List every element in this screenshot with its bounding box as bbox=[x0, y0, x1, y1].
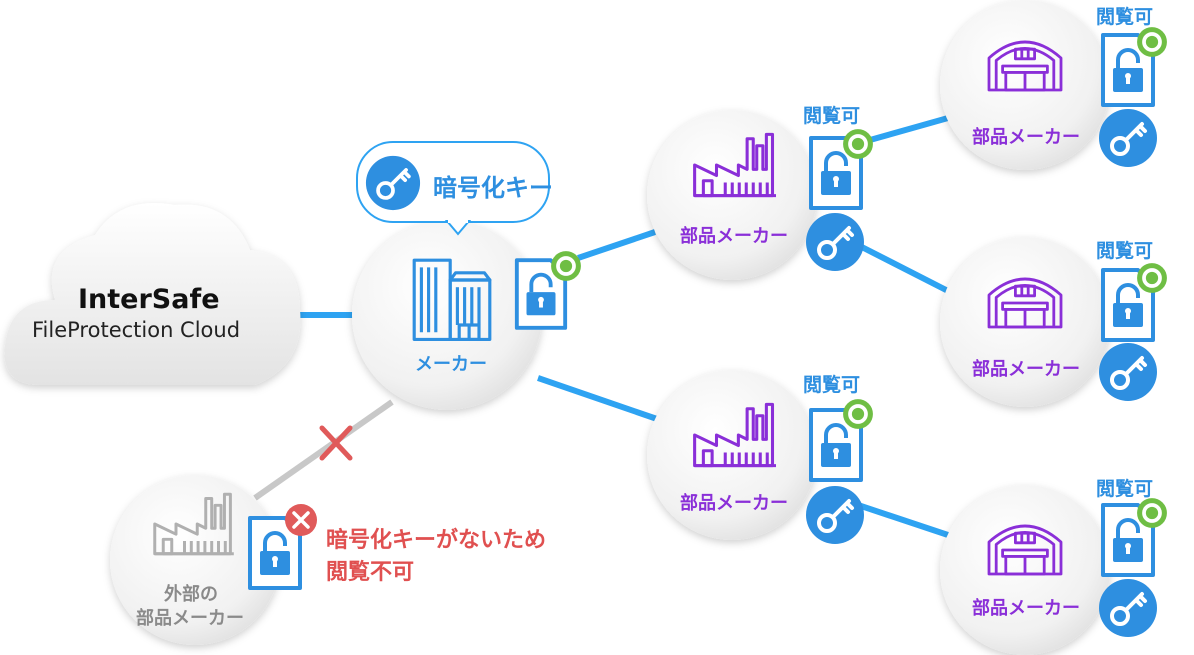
denied-message-line2: 閲覧不可 bbox=[326, 560, 415, 585]
view-ok-right-1: 閲覧可 bbox=[1096, 6, 1154, 28]
encryption-key-bubble bbox=[356, 141, 550, 236]
external-label-line2: 部品メーカー bbox=[136, 608, 244, 629]
cloud-subtitle: FileProtection Cloud bbox=[32, 318, 241, 342]
check-icon bbox=[842, 128, 874, 160]
link-maker-top-parts bbox=[577, 229, 656, 261]
denied-message-line1: 暗号化キーがないため bbox=[326, 528, 547, 553]
view-ok-right-3: 閲覧可 bbox=[1096, 478, 1154, 500]
blocked-cross-icon bbox=[319, 425, 353, 461]
key-icon bbox=[805, 212, 865, 272]
view-ok-upper: 閲覧可 bbox=[803, 105, 861, 127]
parts-maker-label-upper: 部品メーカー bbox=[680, 226, 788, 247]
key-icon bbox=[1098, 342, 1158, 402]
external-parts-maker-node bbox=[110, 475, 280, 645]
key-icon bbox=[365, 155, 421, 211]
deny-x-icon bbox=[285, 504, 317, 536]
check-icon bbox=[1136, 497, 1168, 529]
link-mid-parts-lower bbox=[857, 502, 949, 538]
external-label-line1: 外部の bbox=[164, 584, 218, 605]
key-icon bbox=[1098, 578, 1158, 638]
parts-maker-label-right-1: 部品メーカー bbox=[972, 127, 1080, 148]
maker-node bbox=[352, 220, 542, 410]
key-icon bbox=[805, 485, 865, 545]
key-icon bbox=[1098, 108, 1158, 168]
cloud-title: InterSafe bbox=[78, 284, 220, 315]
link-top-parts-lower bbox=[850, 239, 952, 295]
maker-check-icon bbox=[550, 250, 582, 282]
intersafe-cloud bbox=[4, 203, 301, 385]
link-maker-mid-parts bbox=[537, 375, 661, 423]
connectors bbox=[253, 115, 952, 538]
link-blocked bbox=[253, 399, 394, 501]
view-ok-middle: 閲覧可 bbox=[803, 374, 861, 396]
parts-maker-label-middle: 部品メーカー bbox=[680, 493, 788, 514]
parts-maker-label-right-3: 部品メーカー bbox=[972, 598, 1080, 619]
view-ok-right-2: 閲覧可 bbox=[1096, 240, 1154, 262]
parts-maker-label-right-2: 部品メーカー bbox=[972, 359, 1080, 380]
check-icon bbox=[1136, 26, 1168, 58]
check-icon bbox=[842, 398, 874, 430]
key-bubble-label: 暗号化キー bbox=[433, 174, 553, 202]
link-top-parts-upper bbox=[869, 115, 949, 143]
check-icon bbox=[1136, 262, 1168, 294]
maker-label: メーカー bbox=[415, 354, 487, 375]
